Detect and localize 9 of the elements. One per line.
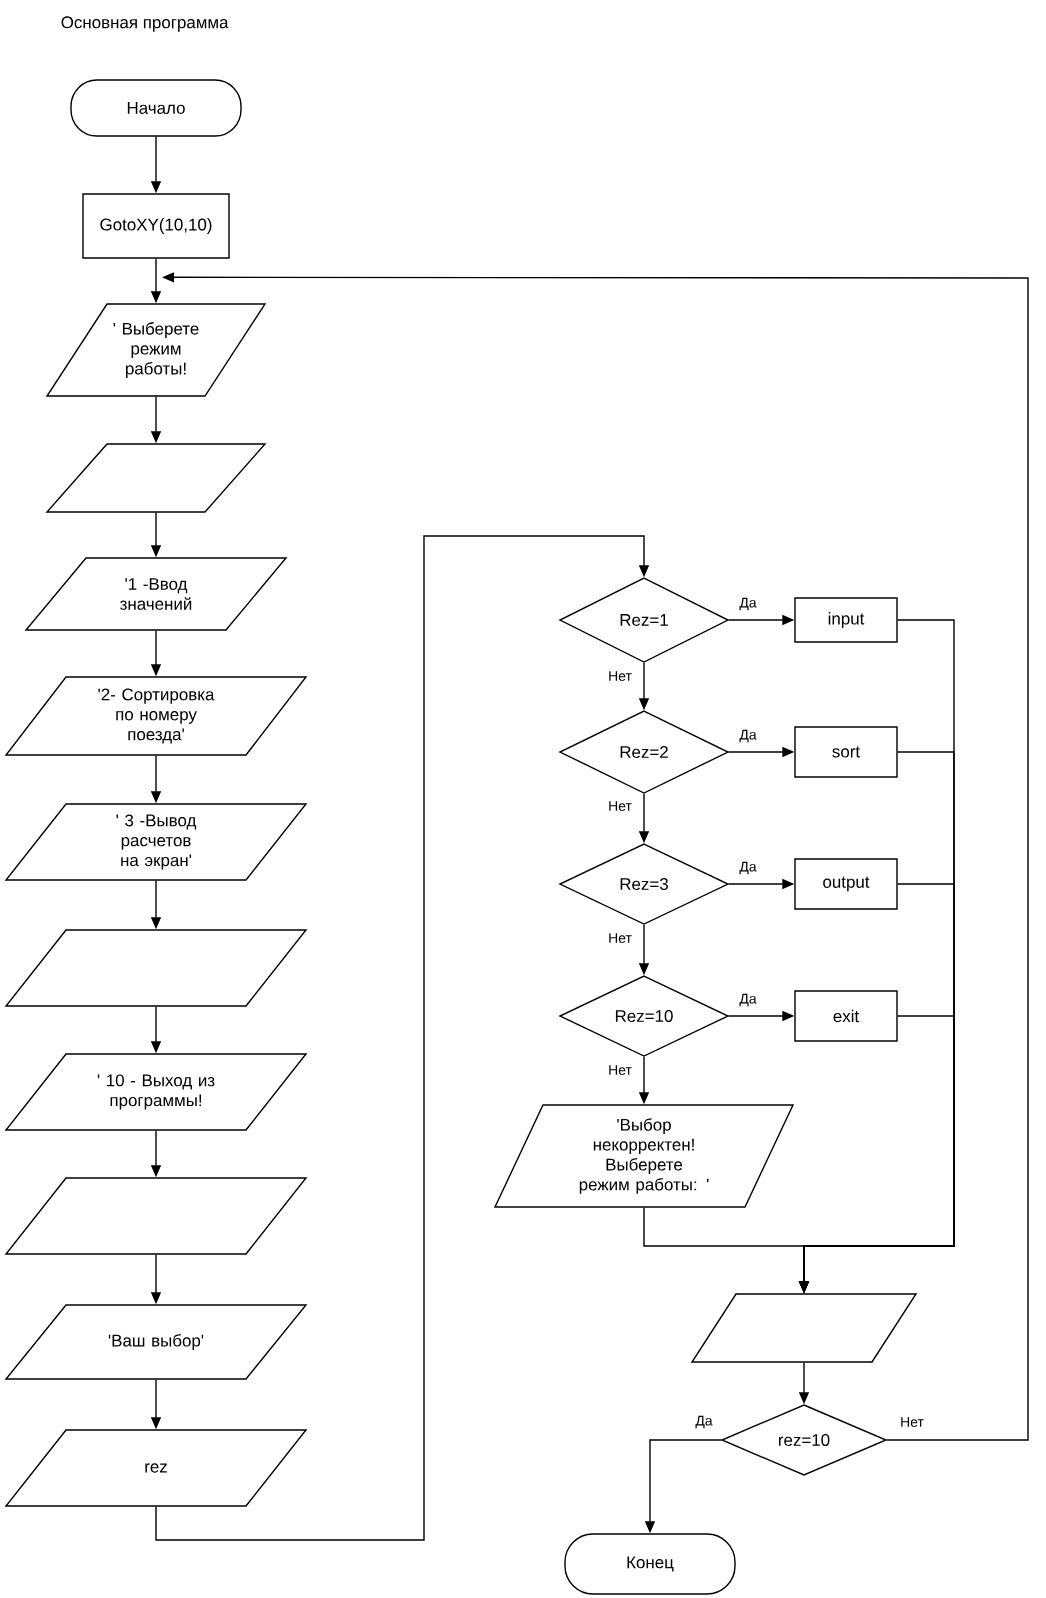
process-box: output	[794, 858, 898, 910]
process-box: sort	[794, 726, 898, 778]
process-box: GotoXY(10,10)	[82, 193, 230, 259]
arrow	[155, 535, 650, 1541]
process-box: exit	[794, 990, 898, 1042]
title: Основная программа	[61, 16, 229, 32]
terminal: Начало	[70, 79, 242, 137]
terminal: Конец	[564, 1533, 736, 1595]
process-box: input	[794, 597, 898, 643]
